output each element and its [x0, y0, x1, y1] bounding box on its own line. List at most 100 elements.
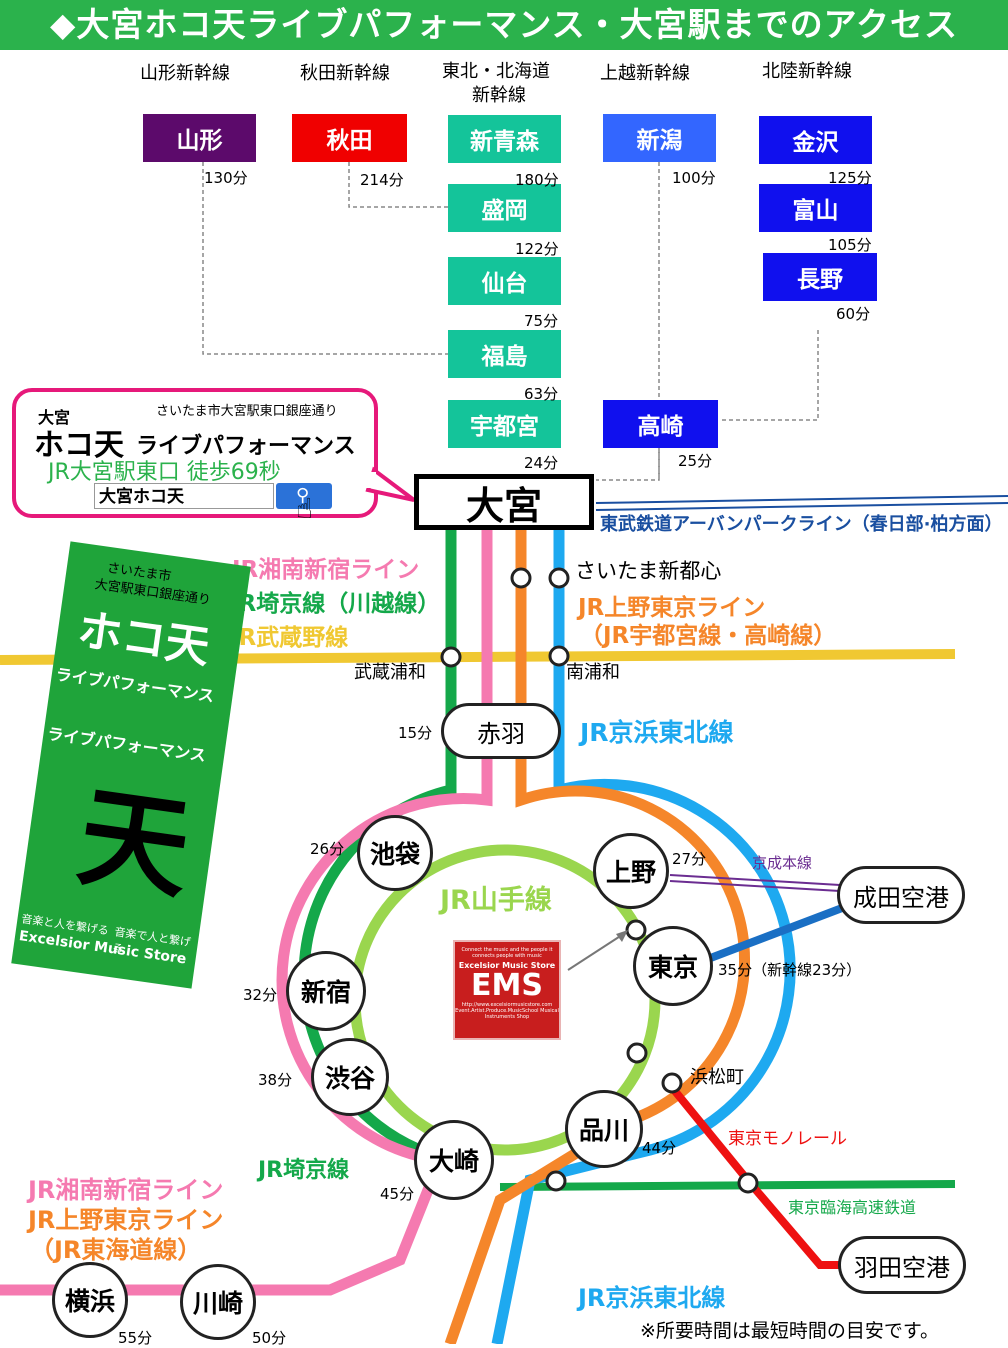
saikyo-line-label: JR埼京線（川越線）: [230, 591, 441, 617]
time-osaki: 45分: [380, 1185, 415, 1203]
time-ikebukuro: 26分: [310, 840, 345, 858]
time-tokyo: 35分（新幹線23分）: [718, 961, 862, 979]
station-narita: 成田空港: [837, 866, 965, 924]
station-sendai: 仙台: [448, 257, 561, 305]
shonan-south-label: JR湘南新宿ライン: [28, 1176, 224, 1204]
time-akabane: 15分: [398, 724, 433, 742]
page-title: ◆大宮ホコ天ライブパフォーマンス・大宮駅までのアクセス: [0, 0, 1008, 50]
hokoten-bubble: 大宮 さいたま市大宮駅東口銀座通り ホコ天 ライブパフォーマンス JR大宮駅東口…: [12, 388, 378, 525]
station-kanazawa: 金沢: [759, 116, 872, 164]
search-button[interactable]: ⚲: [276, 483, 332, 509]
time-ueno: 27分: [672, 850, 707, 868]
time-yamagata: 130分: [204, 169, 248, 187]
time-kawasaki: 50分: [252, 1329, 287, 1347]
station-shinjuku: 新宿: [286, 951, 366, 1031]
station-utsunomiya: 宇都宮: [448, 400, 561, 448]
keihin-line-label: JR京浜東北線: [580, 718, 734, 747]
ueno-tokyo-south-label: JR上野東京ライン: [28, 1206, 224, 1234]
time-shinjuku: 32分: [243, 986, 278, 1004]
ems-foot: Event.Artist.Produce.MusicSchool Musical…: [455, 1008, 559, 1020]
time-shinaomori: 180分: [515, 171, 559, 189]
monorail-line: [666, 1082, 840, 1269]
hand-pointer-icon: ☝: [296, 492, 314, 525]
bubble-street: さいたま市大宮駅東口銀座通り: [156, 404, 338, 419]
shintoshin-label: さいたま新都心: [575, 559, 722, 583]
joetsu-shinkansen-label: 上越新幹線: [600, 63, 690, 84]
tobu-line-label: 東武鉄道アーバンパークライン（春日部·柏方面）: [600, 514, 1003, 535]
station-omiya: 大宮: [414, 474, 594, 530]
station-osaki: 大崎: [414, 1120, 494, 1200]
time-morioka: 122分: [515, 240, 559, 258]
time-nagano: 60分: [836, 305, 871, 323]
ems-top: Connect the music and the people it conn…: [461, 947, 553, 959]
station-kawasaki: 川崎: [180, 1264, 256, 1340]
musashiurawa-label: 武蔵浦和: [354, 662, 426, 683]
hamamatsucho-label: 浜松町: [690, 1067, 744, 1088]
hokuriku-shinkansen-label: 北陸新幹線: [762, 61, 852, 82]
akita-shinkansen-label: 秋田新幹線: [300, 63, 390, 84]
ueno-tokyo-line: [444, 530, 751, 1344]
time-akita: 214分: [360, 171, 404, 189]
bubble-logo-sub: ライブパフォーマンス: [136, 434, 356, 459]
station-fukushima: 福島: [448, 330, 561, 378]
time-shibuya: 38分: [258, 1071, 293, 1089]
rinkai-line-label: 東京臨海高速鉄道: [788, 1198, 917, 1217]
ems-url: http://www.excelsiormusicstore.com: [461, 1002, 553, 1008]
keisei-line-label: 京成本線: [752, 854, 813, 872]
time-utsunomiya: 24分: [524, 454, 559, 472]
joetsu-connector: [596, 162, 660, 481]
rinkai-line: [499, 1180, 956, 1191]
time-fukushima: 63分: [524, 385, 559, 403]
time-shinagawa: 44分: [642, 1139, 677, 1157]
station-toyama: 富山: [759, 184, 872, 232]
station-tokyo: 東京: [633, 926, 713, 1006]
time-toyama: 105分: [828, 236, 872, 254]
yamanote-line-label: JR山手線: [440, 885, 552, 916]
station-shinagawa: 品川: [565, 1090, 643, 1168]
bubble-logo: ホコ天: [34, 428, 124, 463]
search-input[interactable]: 大宮ホコ天: [94, 483, 274, 509]
station-nagano: 長野: [763, 253, 877, 301]
station-shinaomori: 新青森: [448, 115, 561, 163]
tokaido-south-label: （JR東海道線）: [30, 1236, 202, 1264]
yamagata-connector: [202, 162, 448, 355]
footnote: ※所要時間は最短時間の目安です。: [640, 1320, 940, 1342]
bubble-place: 大宮: [38, 408, 71, 427]
poster-big-char: 天: [70, 772, 198, 915]
tohoku-shinkansen-label: 東北・北海道: [442, 61, 550, 82]
ueno-tokyo-line-label: JR上野東京ライン: [578, 595, 766, 621]
time-yokohama: 55分: [118, 1329, 153, 1347]
time-sendai: 75分: [524, 312, 559, 330]
saikyo-south-label: JR埼京線: [258, 1158, 350, 1183]
time-kanazawa: 125分: [828, 169, 872, 187]
ems-mark: EMS: [471, 968, 543, 1003]
keihin-south-label: JR京浜東北線: [578, 1284, 726, 1312]
ueno-tokyo-line-label-2: （JR宇都宮線・高崎線）: [580, 623, 837, 649]
ems-logo: Connect the music and the people it conn…: [453, 940, 561, 1040]
tobu-line: [595, 495, 1008, 511]
station-ueno: 上野: [593, 833, 669, 909]
time-niigata: 100分: [672, 169, 716, 187]
akita-connector: [348, 162, 448, 208]
station-shibuya: 渋谷: [311, 1038, 389, 1116]
musashino-line-label: JR武蔵野線: [230, 625, 349, 651]
tohoku-shinkansen-label-2: 新幹線: [472, 85, 526, 106]
hokuriku-connector: [720, 330, 819, 421]
ems-name: Excelsior Music Store: [458, 961, 556, 970]
station-ikebukuro: 池袋: [357, 815, 433, 891]
yamagata-shinkansen-label: 山形新幹線: [140, 63, 230, 84]
station-takasaki: 高崎: [603, 400, 718, 448]
minamiurawa-label: 南浦和: [566, 662, 620, 683]
search-icon: ⚲: [296, 485, 310, 506]
shonan-line-label: JR湘南新宿ライン: [232, 557, 420, 583]
station-yokohama: 横浜: [52, 1262, 128, 1338]
station-akabane: 赤羽: [441, 703, 561, 759]
station-niigata: 新潟: [603, 114, 716, 162]
time-takasaki: 25分: [678, 452, 713, 470]
ems-arrow: [567, 932, 626, 971]
tokyo-narita-line: [698, 901, 852, 966]
monorail-line-label: 東京モノレール: [728, 1129, 847, 1149]
station-haneda: 羽田空港: [838, 1236, 966, 1294]
station-akita: 秋田: [292, 114, 407, 162]
station-morioka: 盛岡: [448, 184, 561, 232]
